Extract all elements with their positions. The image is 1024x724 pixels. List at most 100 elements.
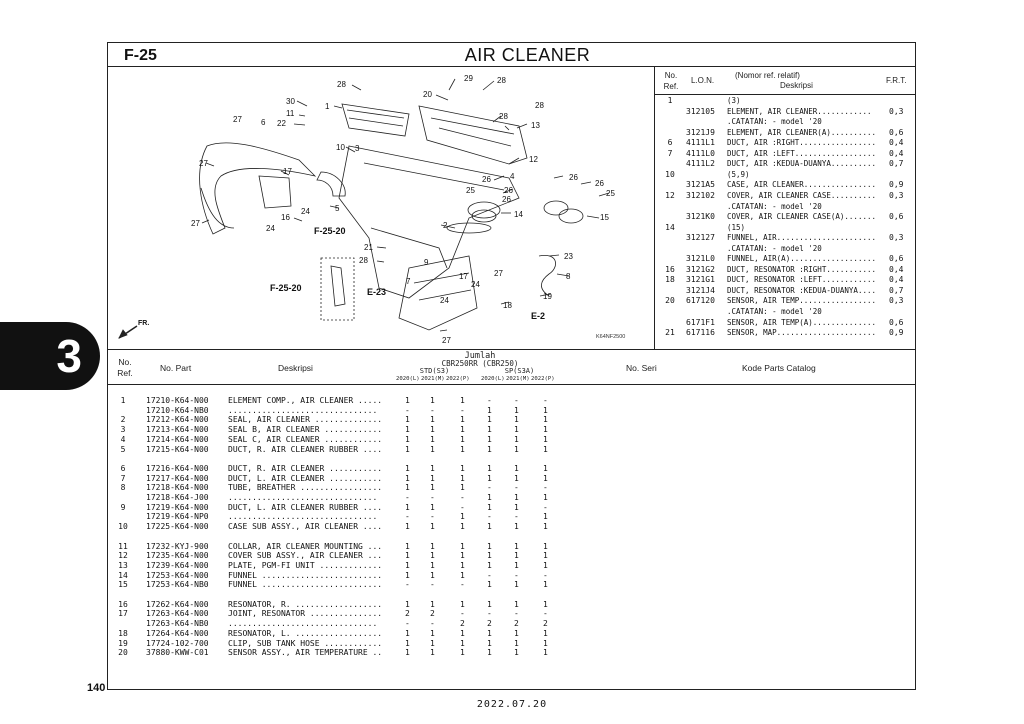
ref-cell-desc: .CATATAN: - model '20 — [727, 243, 822, 253]
parts-cell-desc: JOINT, RESONATOR ............... — [228, 609, 383, 619]
parts-cell-qty: 1 — [460, 522, 465, 532]
parts-cell-part: 17225-K64-N00 — [146, 522, 209, 532]
year-header: 2021(M) — [421, 376, 445, 382]
fig-ref-e23[interactable]: E-23 — [367, 287, 387, 297]
parts-cell-qty: 1 — [405, 628, 410, 638]
parts-cell-desc: ELEMENT COMP., AIR CLEANER ..... — [228, 396, 383, 405]
parts-cell-part: 17264-K64-N00 — [146, 628, 209, 638]
parts-cell-qty: 1 — [430, 502, 435, 512]
parts-cell-qty: 1 — [460, 638, 465, 648]
callout-28d: 28 — [499, 112, 508, 121]
ref-cell-ref: 16 — [665, 264, 675, 274]
parts-cell-ref: 2 — [120, 415, 126, 425]
parts-cell-qty: 1 — [405, 483, 410, 493]
parts-cell-qty: 1 — [487, 522, 492, 532]
diagram-divider — [654, 66, 655, 349]
parts-cell-qty: 1 — [514, 551, 519, 561]
ref-cell-lon: 312127 — [686, 233, 715, 243]
ref-cell-desc: FUNNEL, AIR(A)................... — [727, 254, 877, 264]
parts-cell-qty: 1 — [514, 425, 519, 435]
parts-cell-qty: 1 — [514, 463, 519, 473]
parts-cell-qty: 1 — [430, 396, 435, 405]
fig-ref-f25-20b[interactable]: F-25-20 — [270, 283, 302, 293]
parts-cell-qty: 1 — [543, 648, 548, 658]
parts-cell-ref: 7 — [120, 473, 126, 483]
parts-cell-desc: COVER SUB ASSY., AIR CLEANER ... — [228, 551, 383, 561]
ref-header-desc-top: (Nomor ref. relatif) — [735, 71, 800, 80]
parts-cell-qty: 1 — [487, 463, 492, 473]
duct-left-shape — [398, 255, 478, 331]
parts-cell-desc: COLLAR, AIR CLEANER MOUNTING ... — [228, 541, 383, 551]
parts-cell-qty: 1 — [430, 434, 435, 444]
parts-cell-qty: 1 — [405, 560, 410, 570]
parts-cell-qty: 1 — [514, 444, 519, 454]
parts-cell-qty: 1 — [487, 599, 492, 609]
ref-cell-frt: 0,6 — [889, 212, 904, 222]
ref-cell-frt: 0,4 — [889, 148, 904, 158]
parts-cell-desc: SENSOR ASSY., AIR TEMPERATURE .. — [228, 648, 383, 658]
parts-cell-qty: 1 — [430, 425, 435, 435]
parts-cell-qty: 1 — [405, 502, 410, 512]
parts-cell-qty: 1 — [430, 560, 435, 570]
ref-cell-frt: 0,4 — [889, 264, 904, 274]
image-code: K64NF2500 — [596, 334, 626, 340]
fig-ref-e2[interactable]: E-2 — [531, 311, 546, 321]
parts-row: 17219-K64-NP0...........................… — [112, 512, 912, 522]
parts-cell-qty: - — [460, 405, 465, 415]
parts-cell-part: 17218-K64-J00 — [146, 493, 209, 502]
parts-cell-qty: 1 — [430, 551, 435, 561]
parts-cell-qty: 1 — [460, 434, 465, 444]
parts-cell-part: 17232-KYJ-900 — [146, 541, 209, 551]
parts-cell-desc: ............................... — [228, 493, 378, 502]
ref-header-divider — [655, 94, 916, 95]
parts-cell-qty: 1 — [405, 415, 410, 425]
parts-cell-qty: - — [543, 502, 548, 512]
parts-cell-qty: - — [514, 483, 519, 493]
funnel-shape — [467, 201, 501, 219]
ref-cell-desc: ELEMENT, AIR CLEANER(A).......... — [727, 127, 877, 137]
ref-cell-frt: 0,7 — [889, 159, 904, 169]
parts-cell-qty: 1 — [405, 522, 410, 532]
ref-cell-lon: 3121J9 — [686, 127, 715, 137]
year-header: 2021(M) — [506, 376, 530, 382]
ref-cell-desc: DUCT, RESONATOR :LEFT............ — [727, 275, 877, 285]
ref-cell-desc: COVER, AIR CLEANER CASE(A)....... — [727, 212, 877, 222]
callout-24b: 24 — [266, 224, 275, 233]
callout-17b: 17 — [459, 272, 468, 281]
parts-cell-part: 17262-K64-N00 — [146, 599, 209, 609]
parts-cell-qty: 1 — [430, 483, 435, 493]
parts-row: 17210-K64-NB0...........................… — [112, 406, 912, 416]
ref-cell-frt: 0,3 — [889, 296, 904, 306]
parts-cell-part: 17214-K64-N00 — [146, 434, 209, 444]
parts-cell-qty: 1 — [487, 425, 492, 435]
fig-ref-f25-20a[interactable]: F-25-20 — [314, 226, 346, 236]
parts-cell-part: 17216-K64-N00 — [146, 463, 209, 473]
parts-cell-qty: 1 — [405, 648, 410, 658]
ref-cell-lon: 4111L1 — [686, 138, 715, 148]
parts-cell-ref: 4 — [120, 434, 126, 444]
callout-24a: 24 — [301, 207, 310, 216]
page-number: 140 — [87, 682, 106, 694]
callout-26b: 26 — [595, 179, 604, 188]
parts-cell-qty: 1 — [514, 502, 519, 512]
parts-cell-qty: - — [460, 580, 465, 590]
ref-cell-desc: .CATATAN: - model '20 — [727, 117, 822, 127]
parts-cell-qty: 1 — [487, 502, 492, 512]
parts-cell-qty: 1 — [405, 570, 410, 580]
ref-cell-ref: 20 — [665, 296, 675, 306]
parts-cell-desc: CASE SUB ASSY., AIR CLEANER .... — [228, 522, 383, 532]
bracket-box — [320, 257, 355, 321]
parts-cell-qty: 1 — [430, 599, 435, 609]
callout-6: 6 — [261, 118, 266, 127]
parts-cell-ref: 17 — [118, 609, 128, 619]
ref-cell-desc: (3) — [727, 96, 741, 105]
parts-header-std: STD(S3) — [419, 367, 450, 375]
callout-22: 22 — [277, 119, 286, 128]
parts-cell-qty: - — [430, 512, 435, 522]
parts-cell-qty: 1 — [514, 638, 519, 648]
parts-cell-ref: 18 — [118, 628, 128, 638]
parts-cell-qty: 1 — [543, 638, 548, 648]
parts-cell-qty: 1 — [430, 463, 435, 473]
